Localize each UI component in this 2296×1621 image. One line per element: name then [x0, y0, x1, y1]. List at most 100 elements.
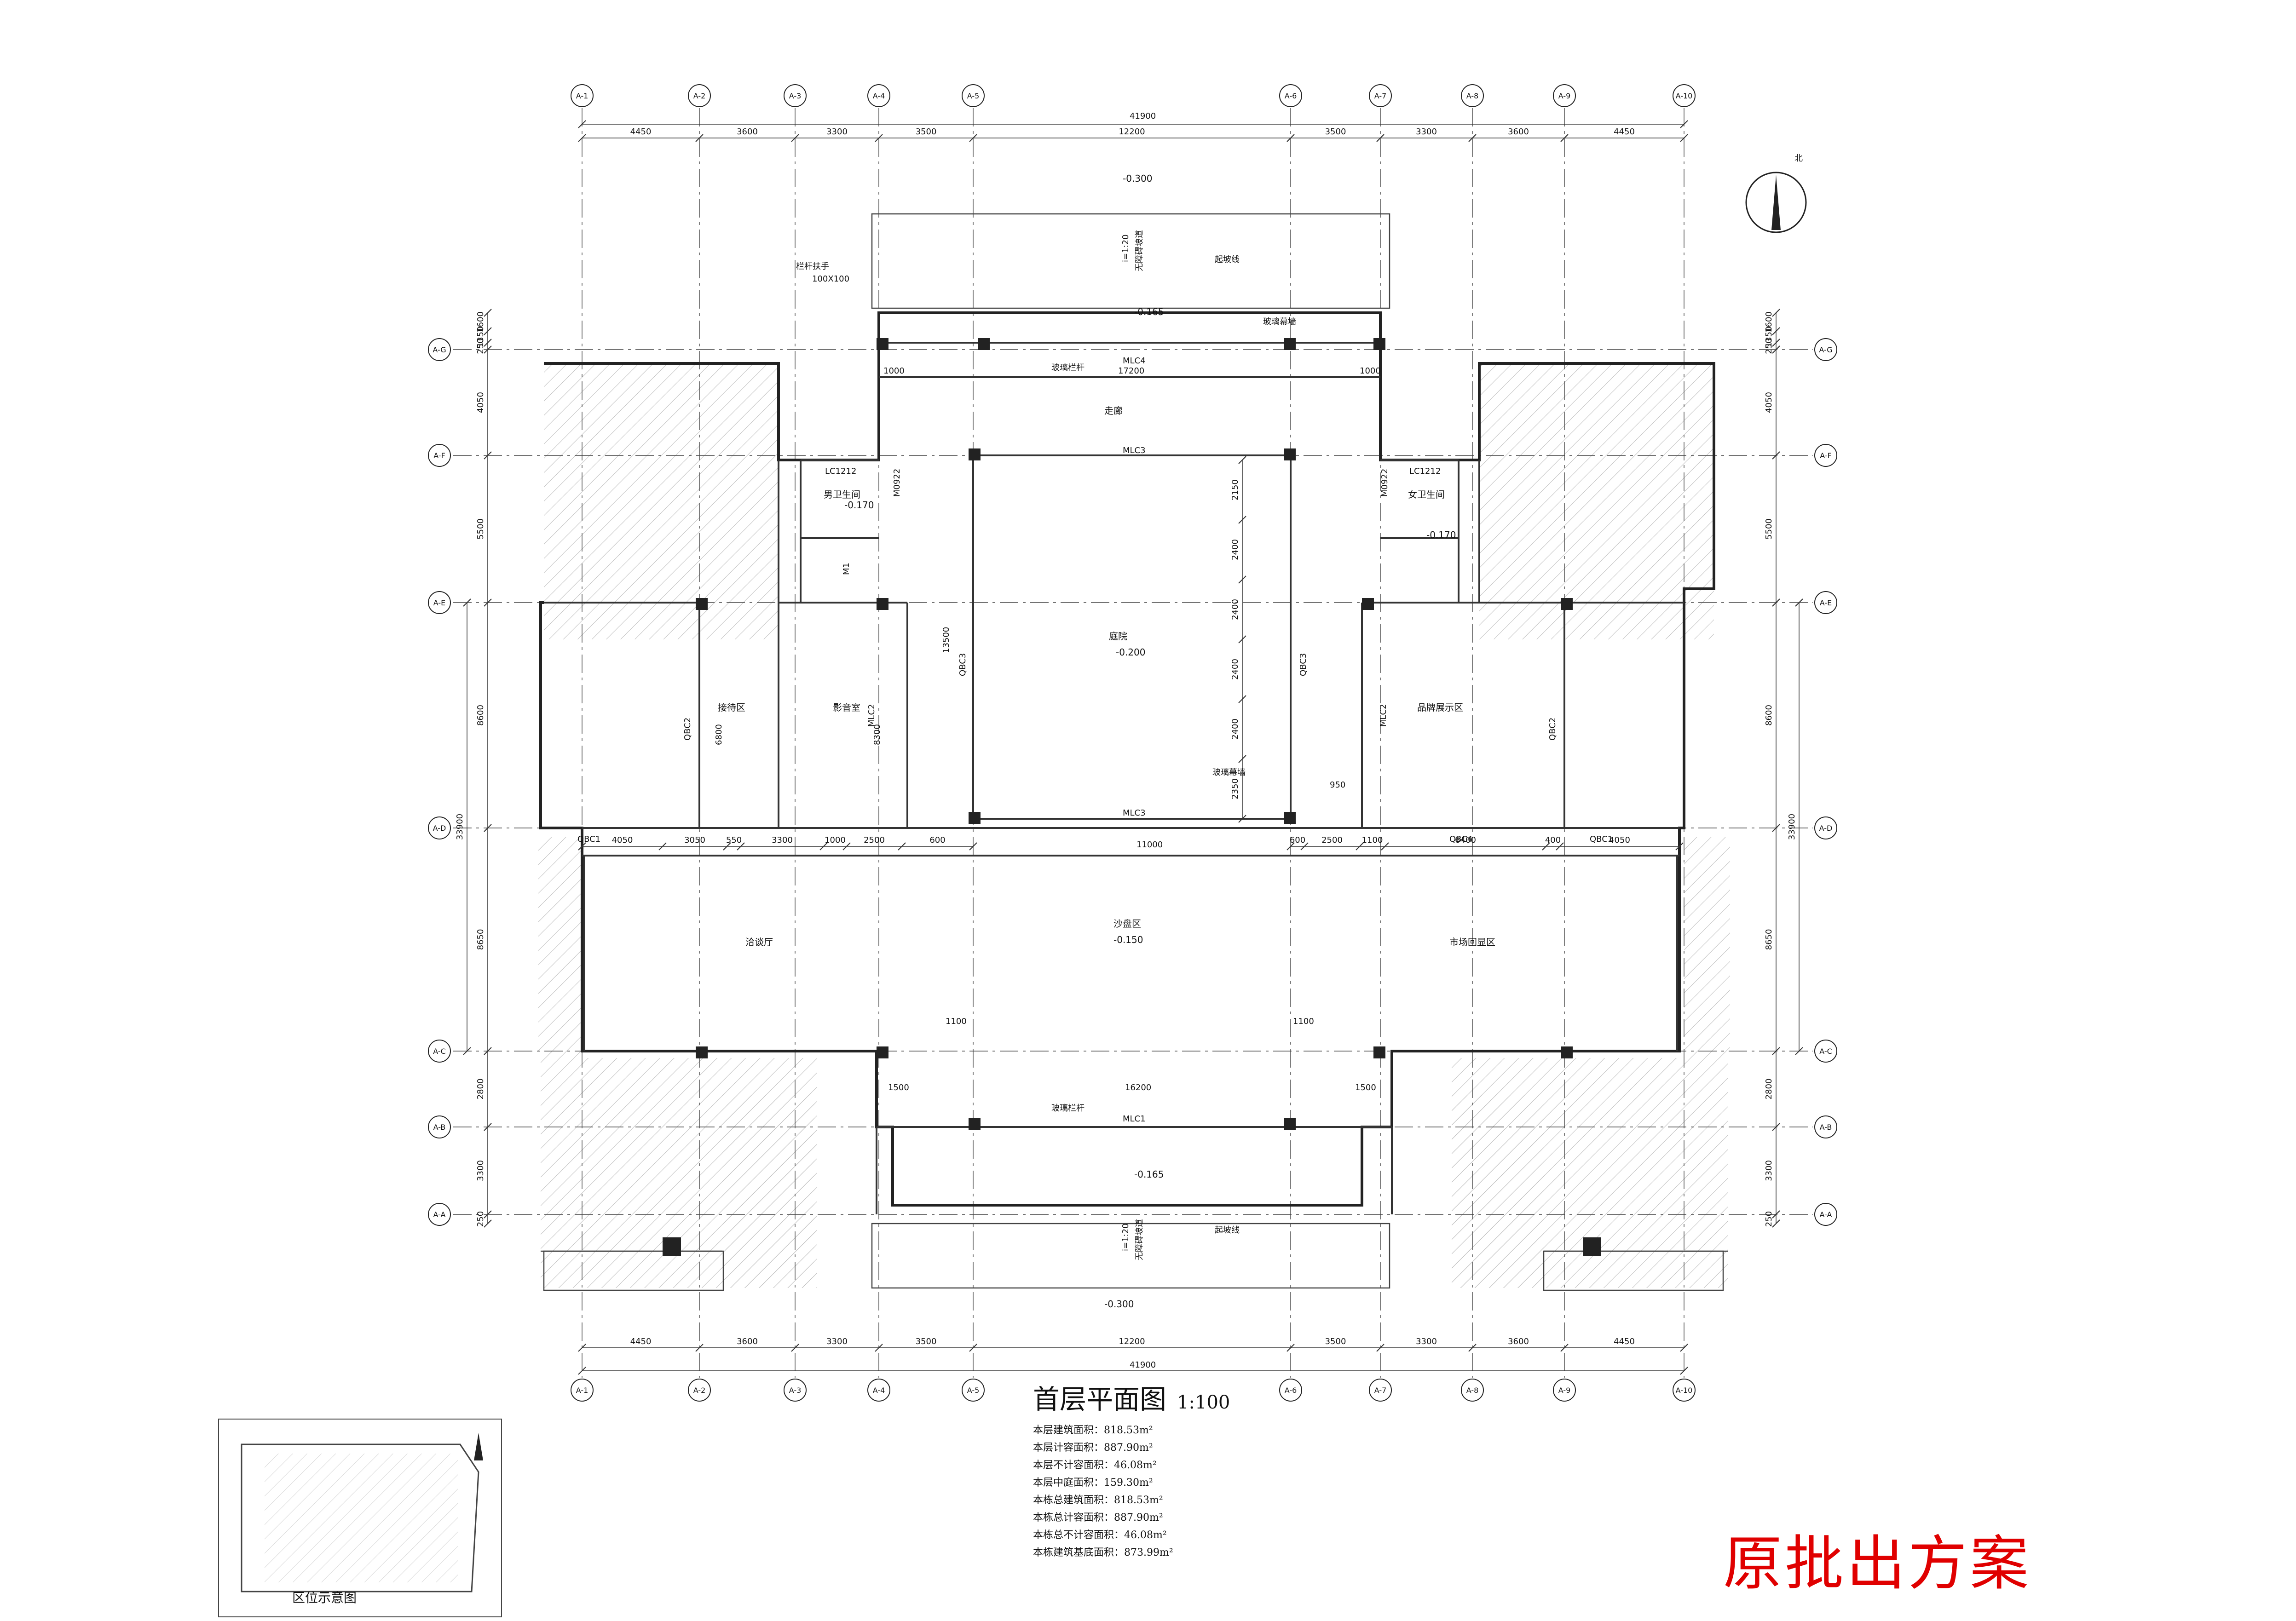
elev-entry-top: -0.165	[1134, 306, 1164, 317]
area-line: 本栋总计容面积：887.90m²	[1033, 1512, 1163, 1523]
dim-right-chain-seg: 8650	[1764, 929, 1774, 950]
side-room-height: 8300	[872, 724, 882, 745]
dim-atrium-chain-seg: 2400	[1230, 719, 1240, 740]
grid-bubble-left-2: A-F	[428, 444, 451, 467]
grid-bubble-top-7-label: A-7	[1374, 92, 1387, 100]
grid-bubbles: A-1A-1A-2A-2A-3A-3A-4A-4A-5A-5A-6A-6A-7A…	[428, 84, 1837, 1402]
dim-top-chain-seg: 3300	[1416, 127, 1437, 137]
dim-bottom-chain-seg: 3600	[1508, 1337, 1529, 1346]
grid-bubble-top-1: A-1	[571, 84, 594, 107]
grid-bubble-left-3: A-E	[428, 591, 451, 614]
dim-bottom-chain-seg: 4450	[630, 1337, 652, 1346]
interior-walls	[544, 342, 1684, 1214]
dim-bottom-total	[578, 1367, 1688, 1375]
dim-row-d-left-seg: 550	[726, 835, 742, 845]
elev-outside-bottom: -0.300	[1104, 1299, 1134, 1310]
lower-entry-left: 1500	[888, 1083, 909, 1092]
dim-bottom-chain-seg: 3600	[737, 1337, 758, 1346]
grid-bubble-right-4: A-D	[1814, 816, 1837, 839]
grid-bubble-left-1-label: A-G	[433, 345, 446, 354]
dim-left-chain-seg: 4050	[476, 392, 485, 413]
area-line: 本层建筑面积：818.53m²	[1033, 1425, 1153, 1436]
grid-bubble-left-5: A-C	[428, 1040, 451, 1063]
small-950: 950	[1330, 780, 1345, 790]
grid-bubble-right-1: A-G	[1814, 338, 1837, 361]
dim-row-d-left-seg: 600	[929, 835, 945, 845]
dim-row-d-left-seg: 4050	[612, 835, 633, 845]
label-lc1212-left: LC1212	[825, 466, 856, 476]
grid-bubble-right-7-label: A-A	[1820, 1210, 1832, 1219]
dim-atrium-chain-seg: 2400	[1230, 599, 1240, 620]
grid-bubble-bottom-8-label: A-8	[1466, 1386, 1479, 1395]
dim-bottom-chain-seg: 4450	[1614, 1337, 1635, 1346]
grid-bubble-left-1: A-G	[428, 338, 451, 361]
label-ramp-bottom: 无障碍坡道	[1135, 1219, 1144, 1260]
dim-top-total	[578, 120, 1688, 128]
elev-sand: -0.150	[1113, 934, 1143, 945]
dim-top-chain-seg: 3500	[1325, 127, 1346, 137]
grid-bubble-top-10-label: A-10	[1676, 92, 1693, 100]
grid-bubble-top-6-label: A-6	[1285, 92, 1297, 100]
room-female-wc: 女卫生间	[1408, 489, 1445, 500]
label-mlc3-top: MLC3	[1123, 446, 1146, 455]
label-handrail: 栏杆扶手	[796, 262, 829, 271]
room-reception: 接待区	[718, 702, 745, 713]
building-walls	[539, 311, 1715, 1207]
lower-1100-right: 1100	[1293, 1017, 1314, 1026]
grid-bubble-bottom-4-label: A-4	[873, 1386, 885, 1395]
grid-bubble-bottom-10: A-10	[1673, 1379, 1696, 1402]
grid-bubble-bottom-10-label: A-10	[1676, 1386, 1693, 1395]
grid-bubble-right-6-label: A-B	[1820, 1123, 1832, 1132]
area-line: 本层不计容面积：46.08m²	[1033, 1460, 1157, 1471]
grid-bubble-left-2-label: A-F	[433, 451, 445, 460]
room-atrium: 庭院	[1109, 631, 1127, 642]
area-line: 本栋总不计容面积：46.08m²	[1033, 1529, 1167, 1541]
dim-right-chain-seg: 5500	[1764, 518, 1774, 540]
grid-bubble-left-6: A-B	[428, 1115, 451, 1138]
lower-entry-mid: 16200	[1125, 1083, 1151, 1092]
grid-bubble-top-9: A-9	[1553, 84, 1576, 107]
total-width-top: 41900	[1130, 111, 1156, 121]
dim-row-d-left-seg: 2500	[864, 835, 885, 845]
side-room-b-height: 6800	[714, 724, 724, 745]
label-mlc4: MLC4	[1123, 356, 1146, 366]
elev-entry-bottom: -0.165	[1134, 1169, 1164, 1180]
label-qbc3-right: QBC3	[1298, 653, 1308, 676]
dim-bottom-chain-seg: 3500	[1325, 1337, 1346, 1346]
label-ramp-start-bottom: 起坡线	[1215, 1225, 1240, 1235]
dim-left-chain-seg: 250	[476, 1211, 485, 1227]
label-m1: M1	[842, 563, 851, 575]
mlc4-width: 17200	[1118, 366, 1144, 376]
elev-atrium: -0.200	[1116, 647, 1145, 658]
grid-bubble-top-4: A-4	[867, 84, 890, 107]
grid-bubble-bottom-4: A-4	[867, 1379, 890, 1402]
label-qbc1-right: QBC1	[1590, 834, 1613, 844]
grid-bubble-right-7: A-A	[1814, 1203, 1837, 1226]
label-qbc1-left: QBC1	[577, 834, 600, 844]
dim-top-chain-seg: 3500	[916, 127, 937, 137]
label-m0922-right: M0922	[1380, 469, 1390, 497]
annotation-layer: 41900 41900 17200 1000 1000 11000 16200 …	[577, 111, 1613, 1370]
room-video: 影音室	[833, 702, 860, 713]
grid-bubble-right-2: A-F	[1814, 444, 1837, 467]
grid-bubble-bottom-9: A-9	[1553, 1379, 1576, 1402]
plan-title: 首层平面图	[1033, 1384, 1167, 1415]
grid-bubble-top-2-label: A-2	[693, 92, 706, 100]
label-mlc2-left: MLC2	[867, 704, 877, 727]
room-brand-display: 品牌展示区	[1417, 702, 1463, 713]
grid-bubble-top-8-label: A-8	[1466, 92, 1479, 100]
dim-right-chain-seg: 250	[1764, 1211, 1774, 1227]
approval-stamp: 原批出方案	[1723, 1529, 2032, 1598]
dim-top-chain-seg: 3600	[737, 127, 758, 137]
dim-right-overall: 33900	[1787, 598, 1803, 1055]
grid-bubble-top-3-label: A-3	[789, 92, 802, 100]
dim-atrium-chain-seg: 2400	[1230, 659, 1240, 680]
keymap-north-icon	[474, 1433, 483, 1460]
dim-row-d-right-seg: 6400	[1455, 835, 1476, 845]
label-m0922-left: M0922	[892, 469, 902, 497]
grid-bubble-top-9-label: A-9	[1558, 92, 1571, 100]
